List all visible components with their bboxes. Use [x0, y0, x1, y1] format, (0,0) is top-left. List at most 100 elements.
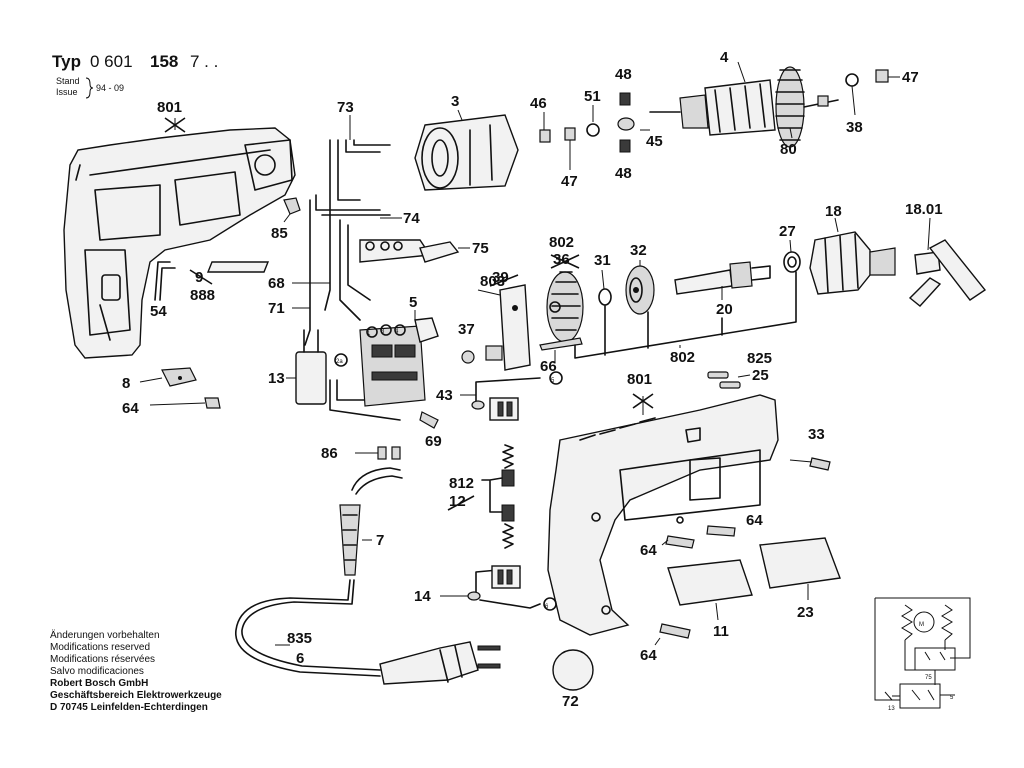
callout-43: 43 [436, 387, 453, 404]
note-line-1: Änderungen vorbehalten [50, 629, 160, 641]
company-name: Robert Bosch GmbH [50, 678, 148, 689]
callout-54: 54 [150, 303, 167, 320]
callout-14: 14 [414, 588, 431, 605]
callout-66: 66 [540, 358, 557, 375]
part-7-cord-guard [339, 467, 403, 576]
callout-75: 75 [472, 240, 489, 257]
callout-23: 23 [797, 604, 814, 621]
callout-45: 45 [646, 133, 663, 150]
strike-12 [447, 495, 475, 511]
callout-11: 11 [713, 623, 729, 640]
callout-69: 69 [425, 433, 442, 450]
part-11-grip [667, 559, 753, 606]
part-64-screw-mid [665, 535, 695, 549]
wire-bundle [304, 115, 401, 421]
typ-label: Typ [52, 52, 81, 71]
marker-6: 6 [545, 604, 549, 610]
housing-half-left [63, 127, 296, 359]
part-3-field [414, 114, 519, 191]
marker-1: 1 [367, 331, 371, 337]
callout-20: 20 [716, 301, 733, 318]
part-48-brushes [617, 92, 635, 153]
part-54-bracket [154, 261, 171, 301]
callout-47-right: 47 [902, 69, 919, 86]
strike-39 [489, 274, 519, 287]
marker-4: 4 [395, 329, 399, 335]
part-32-bearing [625, 265, 655, 315]
model-suffix: 7 . . [190, 52, 218, 71]
callout-8: 8 [122, 375, 130, 392]
part-43-brush-holder [471, 371, 563, 421]
strike-36 [550, 254, 580, 269]
callout-3: 3 [451, 93, 459, 110]
callout-825: 825 [747, 350, 772, 367]
schematic-label-75: 75 [925, 675, 932, 681]
part-47-mid [564, 127, 576, 141]
part-4-armature [649, 66, 839, 148]
callout-33: 33 [808, 426, 825, 443]
callout-64-left: 64 [122, 400, 139, 417]
part-39-block [461, 284, 531, 371]
callout-74: 74 [403, 210, 420, 227]
part-6-power-cable [235, 579, 501, 685]
callout-888: 888 [190, 287, 215, 304]
part-812-brushes [481, 444, 515, 549]
model-number: 158 [150, 52, 178, 71]
callout-812: 812 [449, 475, 474, 492]
callout-46: 46 [530, 95, 547, 112]
part-825-pins [707, 371, 741, 389]
callout-80: 80 [780, 141, 797, 158]
brace-icon [85, 77, 94, 99]
part-46 [539, 129, 551, 143]
part-23-grip [759, 537, 841, 589]
part-18-01-chuck-key [908, 239, 987, 307]
callout-48-bot: 48 [615, 165, 632, 182]
callout-835: 835 [287, 630, 312, 647]
callout-12: 12 [449, 493, 466, 510]
callout-72: 72 [562, 693, 579, 710]
marker-3: 3 [381, 329, 385, 335]
company-address: D 70745 Leinfelden-Echterdingen [50, 702, 208, 713]
callout-32: 32 [630, 242, 647, 259]
cross-mark-icon [164, 117, 186, 133]
callout-73: 73 [337, 99, 354, 116]
callout-37: 37 [458, 321, 475, 338]
callout-71: 71 [268, 300, 285, 317]
note-line-4: Salvo modificaciones [50, 666, 144, 677]
callout-38: 38 [846, 119, 863, 136]
callout-6: 6 [296, 650, 304, 667]
part-36-gear [546, 271, 584, 343]
model-prefix: 0 601 [90, 52, 133, 71]
part-33-screw [809, 457, 831, 471]
cross-mark-icon-2 [632, 393, 654, 409]
callout-801-mid: 801 [627, 371, 652, 388]
callout-25: 25 [752, 367, 769, 384]
callout-68: 68 [268, 275, 285, 292]
callout-64-mid-right: 64 [746, 512, 763, 529]
callout-18-01: 18.01 [905, 201, 943, 218]
stand-label: Stand [56, 76, 80, 86]
callout-86: 86 [321, 445, 338, 462]
marker-2a: 2a [336, 359, 343, 365]
bracket-802 [574, 271, 797, 359]
part-75-lever [359, 239, 460, 263]
callout-13: 13 [268, 370, 285, 387]
part-66-screw [539, 337, 583, 351]
wiring-schematic: M [874, 597, 971, 709]
part-69-screw [419, 411, 439, 429]
issue-date: 94 - 09 [96, 83, 124, 93]
callout-39: 39 [492, 269, 509, 286]
part-64-screw-bottom [659, 623, 691, 639]
callout-7: 7 [376, 532, 384, 549]
part-38-ball [845, 73, 859, 87]
callout-31: 31 [594, 252, 611, 269]
part-31-ring [598, 288, 612, 306]
part-20-spindle [674, 261, 771, 295]
part-47-right [875, 69, 889, 83]
part-27-ring [783, 251, 801, 273]
marker-5: 5 [551, 378, 555, 384]
part-64-screw-mid-right [706, 525, 736, 537]
callout-85: 85 [271, 225, 288, 242]
callout-47-mid: 47 [561, 173, 578, 190]
